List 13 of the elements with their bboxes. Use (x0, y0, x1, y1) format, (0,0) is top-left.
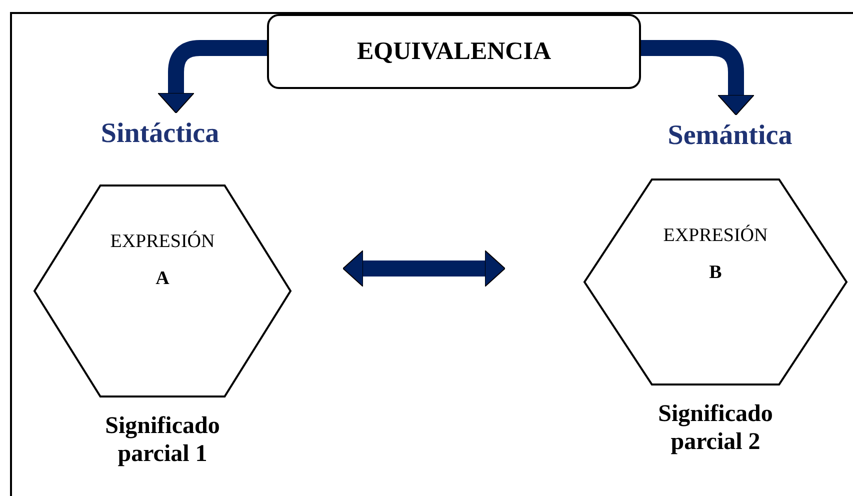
block-arrow (342, 250, 506, 287)
box-title: EQUIVALENCIA (356, 36, 552, 67)
block-arrow (641, 40, 754, 116)
node-caption: Significado parcial 1 (104, 412, 221, 468)
expression-label: EXPRESIÓN (110, 232, 215, 251)
heading-text: Semántica (668, 119, 792, 153)
heading-text: Sintáctica (100, 117, 220, 151)
node-caption: Significado parcial 2 (657, 400, 774, 456)
block-arrow (158, 40, 267, 114)
expression-letter: A (156, 269, 170, 288)
expression-label: EXPRESIÓN (663, 226, 768, 245)
expression-letter: B (709, 263, 722, 282)
rounded-box (267, 14, 641, 89)
